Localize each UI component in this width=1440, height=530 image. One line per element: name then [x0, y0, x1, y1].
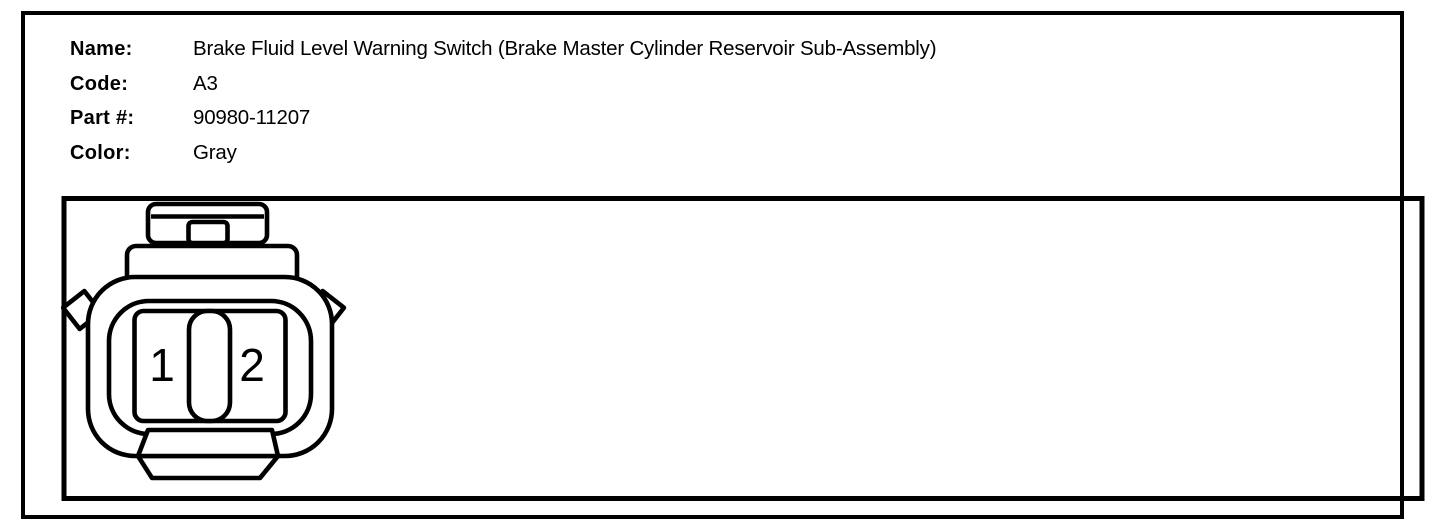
part-number-label: Part #:: [70, 107, 135, 129]
part-number-value: 90980-11207: [193, 106, 311, 129]
center-keyway: [186, 308, 233, 424]
info-row-color: Color: Gray: [70, 136, 936, 171]
color-label: Color:: [70, 141, 131, 164]
outer-frame: Name: Brake Fluid Level Warning Switch (…: [21, 11, 1425, 519]
bottom-key-mouth: [135, 427, 281, 459]
connector-diagram: 1 2: [61, 196, 1425, 501]
name-value: Brake Fluid Level Warning Switch (Brake …: [193, 37, 937, 60]
bottom-key-bump: [135, 453, 281, 481]
connector-front-view: 1 2: [61, 201, 347, 481]
info-row-code: Code: A3: [70, 67, 936, 102]
pin-2-label: 2: [239, 339, 265, 391]
name-label: Name:: [70, 38, 133, 60]
info-row-name: Name: Brake Fluid Level Warning Switch (…: [70, 32, 937, 67]
code-value: A3: [193, 71, 218, 95]
drawing-box-border: [61, 196, 1425, 501]
code-label: Code:: [70, 72, 129, 95]
lock-tab-button: [186, 219, 230, 246]
pin-1-label: 1: [149, 339, 175, 391]
connector-info-header: Name: Brake Fluid Level Warning Switch (…: [70, 32, 937, 171]
info-row-part-number: Part #: 90980-11207: [70, 101, 936, 136]
color-value: Gray: [193, 140, 237, 164]
